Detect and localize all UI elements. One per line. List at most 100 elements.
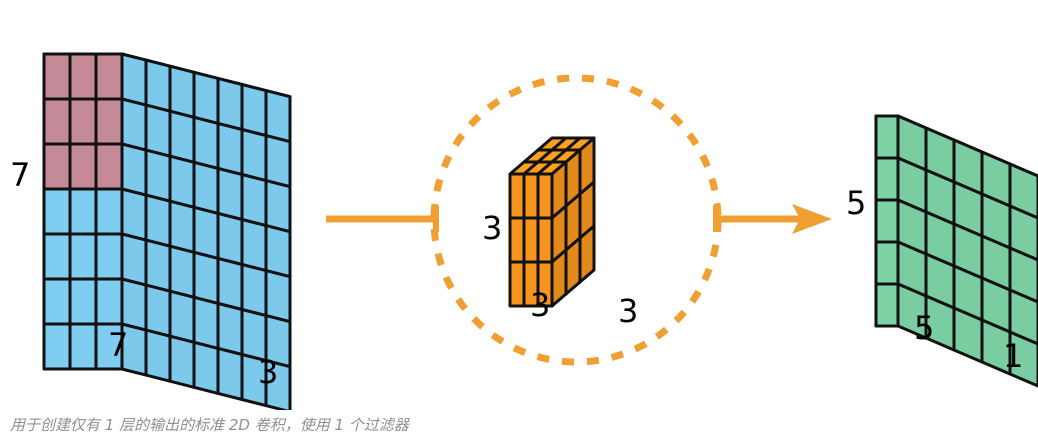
side-cell — [240, 173, 268, 228]
side-cell — [168, 64, 196, 119]
input-depth-label: 3 — [258, 353, 278, 391]
front-cell — [536, 172, 554, 220]
side-cell — [192, 70, 220, 125]
front-cell — [42, 97, 72, 146]
side-cell — [264, 359, 292, 410]
output-feature-map — [874, 114, 1038, 388]
side-cell — [120, 52, 148, 107]
output-width-label: 5 — [914, 309, 934, 347]
front-cell — [42, 142, 72, 191]
front-cell — [94, 322, 124, 371]
front-cell — [522, 172, 540, 220]
front-cell — [94, 142, 124, 191]
side-cell — [240, 128, 268, 183]
front-cell — [68, 187, 98, 236]
front-cell — [68, 232, 98, 281]
front-cell — [68, 52, 98, 101]
front-cell — [94, 97, 124, 146]
side-cell — [144, 103, 172, 158]
arrow-out-head — [792, 204, 832, 234]
side-cell — [120, 187, 148, 242]
input-height-label: 7 — [10, 156, 30, 194]
side-cell — [144, 58, 172, 113]
front-cell — [42, 277, 72, 326]
side-cell — [144, 238, 172, 293]
output-height-label: 5 — [846, 184, 866, 222]
side-cell — [1008, 330, 1038, 388]
side-cell — [578, 224, 596, 284]
side-cell — [144, 148, 172, 203]
front-cell — [508, 260, 526, 308]
side-cell — [192, 295, 220, 350]
side-cell — [216, 256, 244, 311]
front-cell — [42, 187, 72, 236]
side-cell — [192, 340, 220, 395]
front-cell — [94, 187, 124, 236]
side-cell — [264, 269, 292, 324]
side-cell — [550, 248, 568, 308]
side-cell — [168, 109, 196, 164]
side-cell — [264, 89, 292, 144]
side-cell — [264, 134, 292, 189]
front-cell — [68, 142, 98, 191]
front-cell — [874, 156, 900, 202]
filter-kernel — [508, 136, 596, 308]
side-cell — [216, 301, 244, 356]
side-cell — [144, 193, 172, 248]
front-cell — [94, 232, 124, 281]
front-cell — [68, 97, 98, 146]
front-cell — [522, 216, 540, 264]
front-cell — [42, 52, 72, 101]
side-cell — [168, 289, 196, 344]
side-cell — [264, 179, 292, 234]
side-cell — [144, 328, 172, 383]
side-cell — [216, 346, 244, 401]
side-cell — [144, 283, 172, 338]
front-cell — [874, 240, 900, 286]
side-cell — [120, 232, 148, 287]
input-volume — [42, 52, 292, 410]
front-cell — [508, 216, 526, 264]
front-cell — [874, 198, 900, 244]
front-cell — [874, 282, 900, 328]
arrow-group — [326, 74, 832, 366]
side-cell — [192, 115, 220, 170]
side-cell — [120, 97, 148, 152]
front-cell — [874, 114, 900, 160]
side-cell — [564, 236, 582, 296]
filter-width-label: 3 — [530, 286, 550, 324]
filter-depth-label: 3 — [618, 292, 638, 330]
front-cell — [42, 232, 72, 281]
side-cell — [216, 121, 244, 176]
side-cell — [168, 199, 196, 254]
front-cell — [536, 260, 554, 308]
front-cell — [68, 277, 98, 326]
side-cell — [1008, 246, 1038, 304]
front-cell — [94, 277, 124, 326]
side-cell — [216, 166, 244, 221]
front-cell — [508, 172, 526, 220]
side-cell — [1008, 162, 1038, 220]
side-cell — [1008, 204, 1038, 262]
front-cell — [536, 216, 554, 264]
side-cell — [168, 244, 196, 299]
front-cell — [42, 322, 72, 371]
filter-height-label: 3 — [482, 209, 502, 247]
front-cell — [68, 322, 98, 371]
side-cell — [168, 334, 196, 389]
convolution-diagram: 7 7 3 3 3 3 5 5 1 — [10, 52, 1038, 410]
side-cell — [192, 160, 220, 215]
side-cell — [216, 76, 244, 131]
figure-caption: 用于创建仅有 1 层的输出的标准 2D 卷积，使用 1 个过滤器 — [10, 416, 409, 434]
front-cell — [94, 52, 124, 101]
side-cell — [264, 224, 292, 279]
side-cell — [192, 250, 220, 305]
side-cell — [240, 218, 268, 273]
side-cell — [216, 211, 244, 266]
side-cell — [120, 277, 148, 332]
side-cell — [192, 205, 220, 260]
side-cell — [1008, 288, 1038, 346]
side-cell — [168, 154, 196, 209]
side-cell — [120, 142, 148, 197]
output-depth-label: 1 — [1003, 337, 1023, 375]
